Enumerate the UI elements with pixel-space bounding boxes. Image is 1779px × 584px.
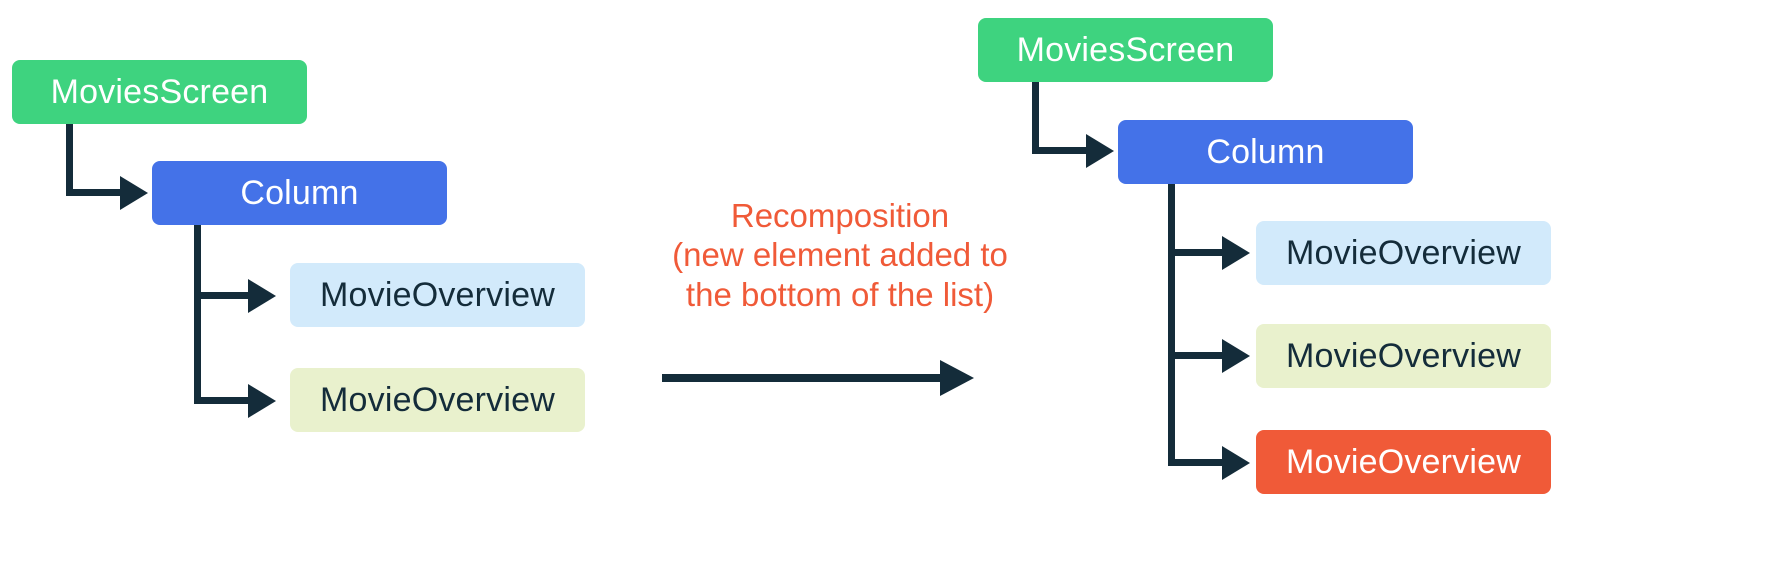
connector-branch-2-after [1168,352,1226,359]
arrowhead-icon-branch-1-after [1222,236,1250,270]
node-movie-overview-1-after: MovieOverview [1256,221,1551,285]
connector-vertical-screen-to-column-before [66,124,73,192]
node-label: MoviesScreen [1016,31,1235,69]
node-movies-screen-after: MoviesScreen [978,18,1273,82]
node-movies-screen-before: MoviesScreen [12,60,307,124]
node-movie-overview-1-before: MovieOverview [290,263,585,327]
arrowhead-icon-branch-2-before [248,384,276,418]
recomposition-label: Recomposition (new element added to the … [672,197,1008,313]
arrowhead-icon-screen-to-column-before [120,176,148,210]
arrowhead-icon-branch-1-before [248,279,276,313]
node-label: MovieOverview [320,381,555,419]
connector-branch-2-before [194,397,252,404]
node-column-before: Column [152,161,447,225]
node-column-after: Column [1118,120,1413,184]
node-label: Column [1206,133,1325,171]
transition-arrow-shaft [662,374,942,382]
node-label: MovieOverview [320,276,555,314]
node-label: Column [240,174,359,212]
connector-branch-1-before [194,292,252,299]
node-label: MovieOverview [1286,443,1521,481]
connector-horizontal-screen-to-column-after [1032,147,1090,154]
node-label: MoviesScreen [50,73,269,111]
connector-horizontal-screen-to-column-before [66,189,124,196]
connector-vertical-screen-to-column-after [1032,82,1039,150]
connector-trunk-column-children-after [1168,184,1175,466]
node-movie-overview-2-before: MovieOverview [290,368,585,432]
connector-branch-3-after [1168,459,1226,466]
arrowhead-icon-branch-3-after [1222,446,1250,480]
node-label: MovieOverview [1286,337,1521,375]
transition-arrowhead-icon [940,360,974,396]
node-movie-overview-3-after: MovieOverview [1256,430,1551,494]
arrowhead-icon-screen-to-column-after [1086,134,1114,168]
connector-branch-1-after [1168,249,1226,256]
arrowhead-icon-branch-2-after [1222,339,1250,373]
node-movie-overview-2-after: MovieOverview [1256,324,1551,388]
node-label: MovieOverview [1286,234,1521,272]
connector-trunk-column-children-before [194,225,201,404]
